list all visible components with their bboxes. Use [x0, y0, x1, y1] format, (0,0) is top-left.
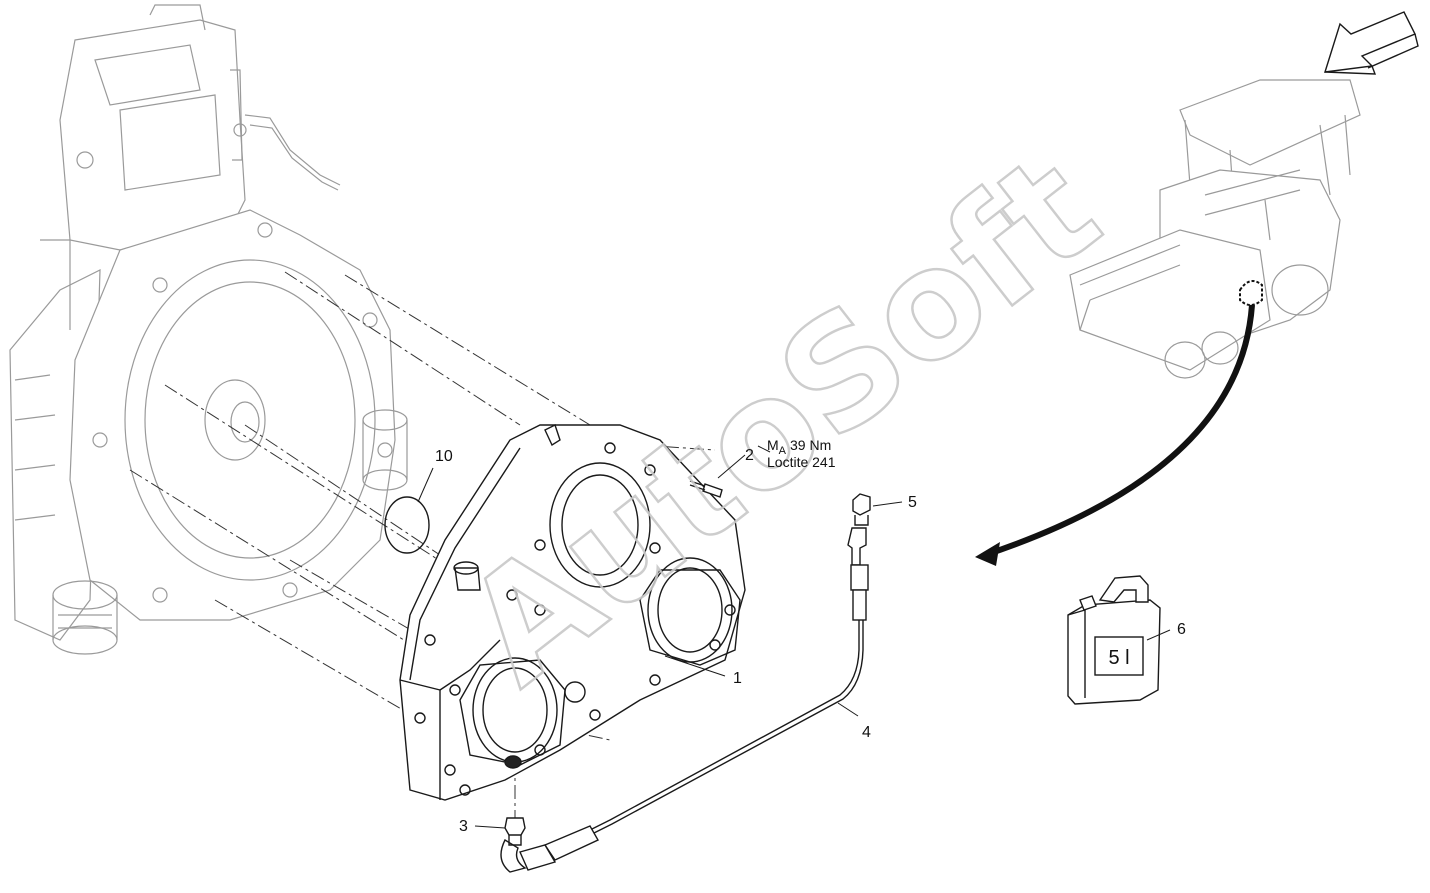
hose — [500, 527, 869, 873]
callout-3: 3 — [459, 818, 468, 835]
bolt — [689, 480, 723, 498]
gearbox-housing — [399, 424, 746, 801]
canister-label: 5 l — [1108, 647, 1129, 669]
oil-canister-icon — [1067, 575, 1161, 705]
location-arrow-icon — [975, 304, 1255, 566]
adapter-fitting — [504, 817, 526, 846]
o-ring — [384, 496, 430, 554]
callout-1: 1 — [733, 670, 742, 687]
adhesive-spec: Loctite 241 — [767, 454, 836, 470]
watermark: AutoSoft — [435, 122, 1130, 718]
paver-machine-icon — [1069, 79, 1361, 379]
callout-4: 4 — [862, 724, 871, 741]
engine-assembly — [9, 4, 408, 655]
callout-10: 10 — [435, 448, 453, 465]
callout-2: 2 — [745, 447, 754, 464]
direction-arrow-icon — [1324, 11, 1419, 75]
callout-6: 6 — [1177, 621, 1186, 638]
plug — [852, 493, 871, 526]
leader-lines — [417, 445, 1171, 829]
callout-5: 5 — [908, 494, 917, 511]
